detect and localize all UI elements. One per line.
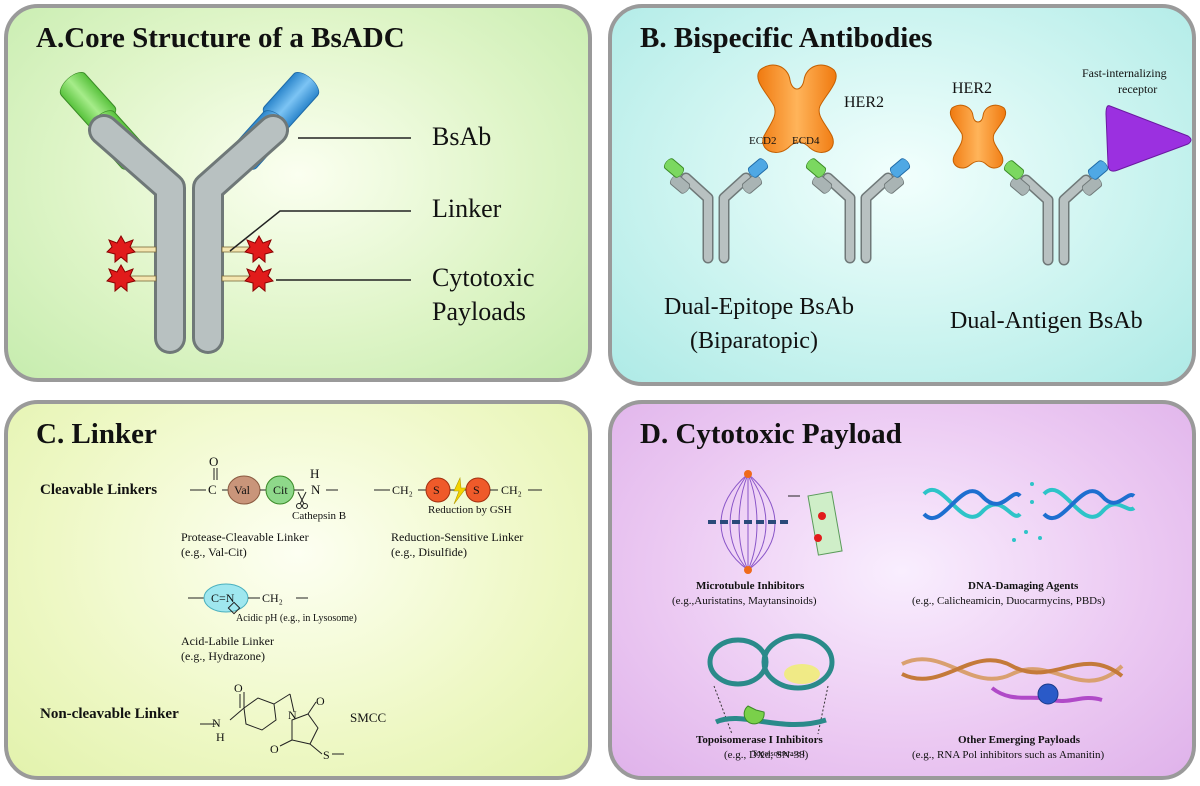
other-sub: (e.g., RNA Pol inhibitors such as Amanit… bbox=[912, 749, 1105, 761]
topo-title: Topoisomerase I Inhibitors bbox=[696, 734, 823, 746]
payload-star bbox=[244, 264, 274, 292]
smcc-s-label: S bbox=[323, 748, 330, 762]
smcc-hn-label: N bbox=[212, 716, 221, 730]
panel-c-title: C. Linker bbox=[36, 418, 157, 450]
acid-caption-2: (e.g., Hydrazone) bbox=[181, 649, 265, 663]
protease-caption-1: Protease-Cleavable Linker bbox=[181, 530, 309, 544]
smcc-o2: O bbox=[316, 694, 325, 708]
cit-label: Cit bbox=[273, 483, 288, 497]
linker-chemistry-diagram bbox=[188, 468, 542, 755]
label-cytotoxic: Cytotoxic bbox=[432, 263, 535, 292]
label-bsab: BsAb bbox=[432, 122, 492, 151]
smcc-label: SMCC bbox=[350, 710, 387, 725]
dual-epitope-label: Dual-Epitope BsAb bbox=[664, 294, 854, 320]
topoisomerase-enzyme bbox=[743, 705, 765, 725]
acid-caption-1: Acid-Labile Linker bbox=[181, 634, 274, 648]
her2-label-right: HER2 bbox=[952, 80, 992, 97]
val-label: Val bbox=[234, 483, 250, 497]
fast-internalizing-receptor bbox=[1105, 105, 1192, 172]
smcc-h-label: H bbox=[216, 730, 225, 744]
ecd4-label: ECD4 bbox=[792, 135, 820, 147]
panel-cytotoxic-payload: D. Cytotoxic Payload bbox=[608, 400, 1196, 780]
topo-sub: (e.g., DXd, SN-38) bbox=[724, 749, 809, 761]
cathepsin-label: Cathepsin B bbox=[292, 510, 347, 522]
ch2-left-label: CH₂ bbox=[392, 483, 413, 497]
dual-epitope-antibody-right bbox=[805, 157, 912, 258]
panel-core-structure: A.Core Structure of a BsADC B bbox=[4, 4, 592, 382]
reduction-caption-2: (e.g., Disulfide) bbox=[391, 545, 467, 559]
dna-sub: (e.g., Calicheamicin, Duocarmycins, PBDs… bbox=[912, 595, 1106, 607]
protease-caption-2: (e.g., Val-Cit) bbox=[181, 545, 247, 559]
biparatopic-label: (Biparatopic) bbox=[690, 328, 818, 354]
carbon-label: C bbox=[208, 482, 217, 497]
label-payloads: Payloads bbox=[432, 297, 526, 326]
receptor-label-line2: receptor bbox=[1118, 82, 1158, 96]
ch2-right-label: CH₂ bbox=[501, 483, 522, 497]
receptor-label-line1: Fast-internalizing bbox=[1082, 66, 1167, 80]
dual-antigen-label: Dual-Antigen BsAb bbox=[950, 308, 1143, 334]
dual-epitope-antibody-left bbox=[663, 157, 770, 258]
scissors-icon bbox=[227, 601, 241, 615]
microtubule-icon bbox=[807, 491, 843, 556]
micro-title: Microtubule Inhibitors bbox=[696, 580, 805, 592]
dna-title: DNA-Damaging Agents bbox=[968, 580, 1079, 592]
acidic-label: Acidic pH (e.g., in Lysosome) bbox=[236, 613, 357, 624]
her2-protein-bound bbox=[757, 64, 837, 153]
topo-label: Topoisomerase I bbox=[752, 749, 805, 758]
payload-star bbox=[106, 264, 136, 292]
rna-pol-illustration bbox=[901, 657, 1124, 703]
smcc-o1: O bbox=[234, 681, 243, 695]
smcc-n-label: N bbox=[288, 708, 297, 722]
cyclohexane-ring bbox=[243, 697, 277, 731]
ch2-acid-label: CH₂ bbox=[262, 591, 283, 605]
panel-bispecific-antibodies: B. Bispecific Antibodies HER2 ECD2 bbox=[608, 4, 1196, 386]
her2-protein-free bbox=[949, 104, 1007, 169]
dual-antigen-antibody bbox=[1003, 159, 1110, 260]
nitrogen-label: N bbox=[311, 482, 321, 497]
gsh-label: Reduction by GSH bbox=[428, 504, 512, 516]
reduction-caption-1: Reduction-Sensitive Linker bbox=[391, 530, 524, 544]
bsadc-antibody-diagram bbox=[59, 72, 411, 354]
panel-linker: C. Linker Cleavable Linkers Non-cleavabl… bbox=[4, 400, 592, 780]
scissors-icon bbox=[296, 491, 308, 509]
noncleavable-header: Non-cleavable Linker bbox=[40, 706, 179, 722]
lightning-icon bbox=[453, 476, 467, 505]
payload-illustrations bbox=[707, 470, 1136, 735]
bispecific-diagram bbox=[612, 64, 1192, 386]
payload-star bbox=[244, 235, 274, 263]
micro-sub: (e.g.,Auristatins, Maytansinoids) bbox=[672, 595, 817, 607]
smcc-o3: O bbox=[270, 742, 279, 756]
other-title: Other Emerging Payloads bbox=[958, 734, 1081, 746]
her2-label-left: HER2 bbox=[844, 94, 884, 111]
s2-label: S bbox=[473, 483, 480, 497]
hydrogen-label: H bbox=[310, 466, 320, 481]
oxygen-label: O bbox=[209, 454, 219, 469]
panel-a-title: A.Core Structure of a BsADC bbox=[36, 22, 405, 54]
panel-b-title: B. Bispecific Antibodies bbox=[640, 22, 933, 54]
maleimide-ring bbox=[291, 713, 319, 745]
hydrazone-label: C=N bbox=[211, 591, 235, 605]
s1-label: S bbox=[433, 483, 440, 497]
dna-helix-illustration bbox=[922, 488, 1136, 520]
payload-star bbox=[106, 234, 136, 264]
cleavable-header: Cleavable Linkers bbox=[40, 482, 158, 498]
topoisomerase-illustration bbox=[707, 633, 835, 691]
rna-polymerase bbox=[1037, 683, 1059, 705]
ecd2-label: ECD2 bbox=[749, 135, 777, 147]
panel-d-title: D. Cytotoxic Payload bbox=[640, 418, 902, 450]
label-linker: Linker bbox=[432, 194, 502, 223]
